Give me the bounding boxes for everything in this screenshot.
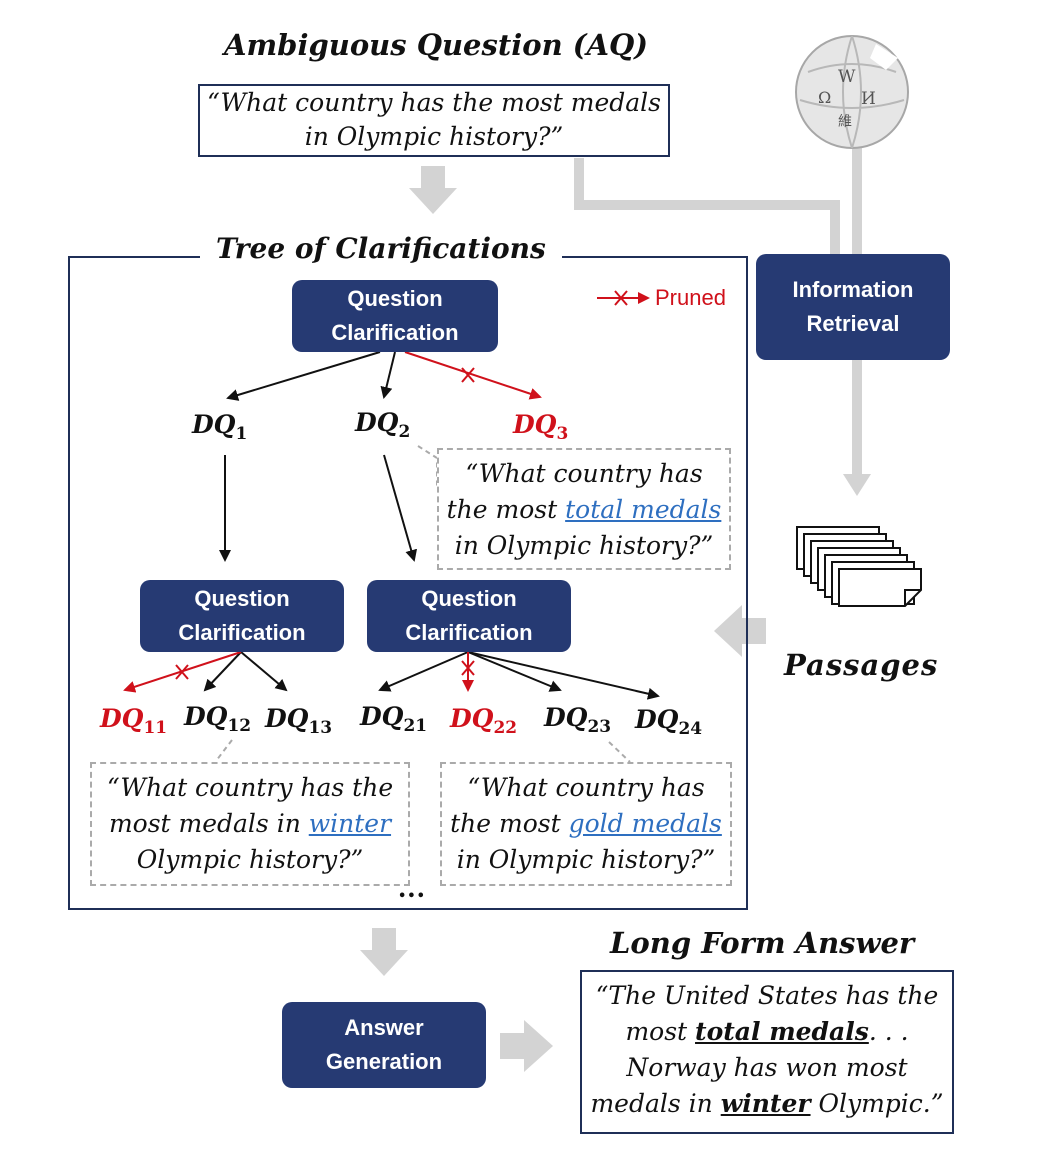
dq-11-pruned: DQ11 <box>100 704 168 738</box>
aq-heading: Ambiguous Question (AQ) <box>224 28 648 62</box>
dq-24: DQ24 <box>635 705 703 739</box>
edge-qc-to-dq1 <box>226 351 381 401</box>
callout-dq12-line-2: most medals in winter <box>108 809 392 838</box>
dq-22-pruned: DQ22 <box>450 704 518 738</box>
dq-23: DQ23 <box>544 703 612 737</box>
dq-21: DQ21 <box>360 702 428 736</box>
svg-text:Ω: Ω <box>818 88 831 107</box>
long-form-line-4: medals in winter Olympic.” <box>590 1089 944 1118</box>
wikipedia-globe-icon: W Ω И 維 <box>795 35 909 149</box>
retrieval-pipe <box>574 148 862 478</box>
callout-dq12-line-3: Olympic history?” <box>136 845 364 874</box>
generation-to-answer-arrow <box>500 1020 553 1072</box>
passages-to-tree-arrow <box>714 605 766 657</box>
long-form-box: “The United States has the most total me… <box>580 970 954 1134</box>
edge-qc-to-dq2 <box>380 351 396 399</box>
aq-to-tree-arrow <box>409 166 457 214</box>
tree-heading: Tree of Clarifications <box>200 232 562 265</box>
dq-1: DQ1 <box>192 410 248 444</box>
edge-qcl-to-dq13 <box>240 651 288 692</box>
dq-2: DQ2 <box>355 408 411 442</box>
dq-13: DQ13 <box>265 704 333 738</box>
prune-mark-dq3 <box>461 367 475 383</box>
svg-text:維: 維 <box>838 114 852 130</box>
long-form-line-3: Norway has won most <box>626 1053 908 1082</box>
aq-line-2: in Olympic history?” <box>304 122 564 151</box>
legend-prune-mark <box>614 290 628 306</box>
edge-qcl-to-dq12 <box>203 651 242 692</box>
edge-qc-to-dq3-pruned <box>404 351 542 400</box>
long-form-heading: Long Form Answer <box>610 926 915 960</box>
edge-qcr-to-dq24 <box>467 651 660 700</box>
tree-ellipsis: ••• <box>398 889 426 904</box>
prune-mark-dq22 <box>461 660 475 676</box>
prune-mark-dq11 <box>175 664 189 680</box>
callout-dq2: “What country has the most total medals … <box>437 448 731 570</box>
edge-dq2-to-qc <box>383 454 418 562</box>
dq-12: DQ12 <box>184 702 252 736</box>
aq-box: “What country has the most medals in Oly… <box>198 84 670 157</box>
dq-3-pruned: DQ3 <box>513 410 569 444</box>
pipe-arrowhead <box>843 474 871 496</box>
highlight-winter: winter <box>308 809 392 838</box>
callout-dq23-line-1: “What country has <box>467 773 705 802</box>
highlight-gold-medals: gold medals <box>568 809 722 838</box>
callout-dq23-line-3: in Olympic history?” <box>456 845 716 874</box>
passages-label: Passages <box>784 648 939 682</box>
callout-dq23: “What country has the most gold medals i… <box>440 762 732 886</box>
callout-dq2-line-1: “What country has <box>465 459 703 488</box>
edge-qcr-to-dq23 <box>467 651 562 692</box>
highlight-total-medals-answer: total medals <box>695 1017 869 1046</box>
callout-dq12-line-1: “What country has the <box>106 773 394 802</box>
callout-tail-dq23 <box>608 741 631 763</box>
legend-pruned-label: Pruned <box>655 285 726 310</box>
callout-dq12: “What country has the most medals in win… <box>90 762 410 886</box>
long-form-line-1: “The United States has the <box>595 981 939 1010</box>
highlight-total-medals: total medals <box>565 495 722 524</box>
long-form-line-2: most total medals. . . <box>625 1017 909 1046</box>
callout-dq2-line-2: the most total medals <box>446 495 722 524</box>
passages-stack-icon <box>796 526 922 607</box>
edge-qcr-to-dq21 <box>378 651 469 692</box>
aq-line-1: “What country has the most medals <box>207 88 661 117</box>
callout-tail-dq12 <box>215 739 233 762</box>
highlight-winter-answer: winter <box>720 1089 811 1118</box>
svg-text:И: И <box>861 89 876 109</box>
callout-dq23-line-2: the most gold medals <box>450 809 722 838</box>
callout-dq2-line-3: in Olympic history?” <box>454 531 714 560</box>
tree-to-answer-arrow <box>360 928 408 976</box>
svg-text:W: W <box>838 67 856 87</box>
